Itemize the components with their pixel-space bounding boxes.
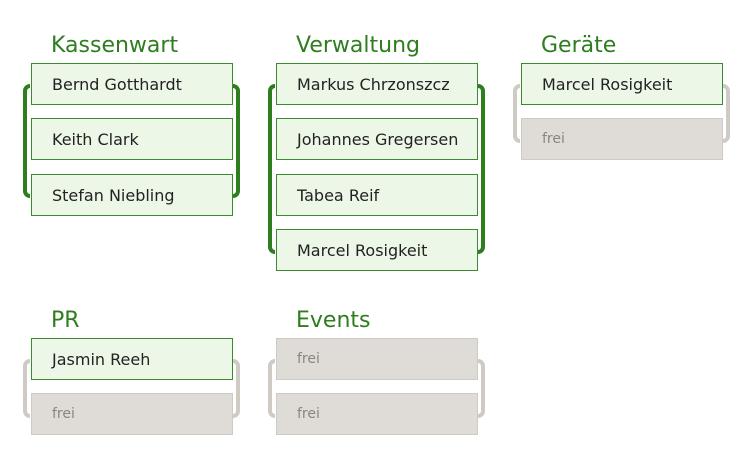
group-bracket-left (268, 84, 275, 254)
member-slot[interactable]: Marcel Rosigkeit (521, 63, 723, 105)
group-title: Geräte (541, 33, 617, 58)
group-bracket-right (478, 84, 485, 254)
group-bracket-left (23, 359, 30, 418)
member-slot[interactable]: Bernd Gotthardt (31, 63, 233, 105)
group-title: Events (296, 308, 371, 333)
group-title: Kassenwart (51, 33, 179, 58)
free-slot[interactable]: frei (521, 118, 723, 160)
group-bracket-right (233, 84, 240, 198)
member-slot[interactable]: Jasmin Reeh (31, 338, 233, 380)
free-slot[interactable]: frei (276, 338, 478, 380)
group-bracket-right (478, 359, 485, 418)
group-bracket-right (723, 84, 730, 143)
free-slot[interactable]: frei (31, 393, 233, 435)
member-slot[interactable]: Marcel Rosigkeit (276, 229, 478, 271)
member-slot[interactable]: Tabea Reif (276, 174, 478, 216)
group-bracket-left (23, 84, 30, 198)
member-slot[interactable]: Stefan Niebling (31, 174, 233, 216)
group-bracket-left (268, 359, 275, 418)
member-slot[interactable]: Keith Clark (31, 118, 233, 160)
member-slot[interactable]: Markus Chrzonszcz (276, 63, 478, 105)
group-bracket-left (513, 84, 520, 143)
member-slot[interactable]: Johannes Gregersen (276, 118, 478, 160)
group-title: Verwaltung (296, 33, 420, 58)
free-slot[interactable]: frei (276, 393, 478, 435)
group-bracket-right (233, 359, 240, 418)
group-title: PR (51, 308, 80, 333)
